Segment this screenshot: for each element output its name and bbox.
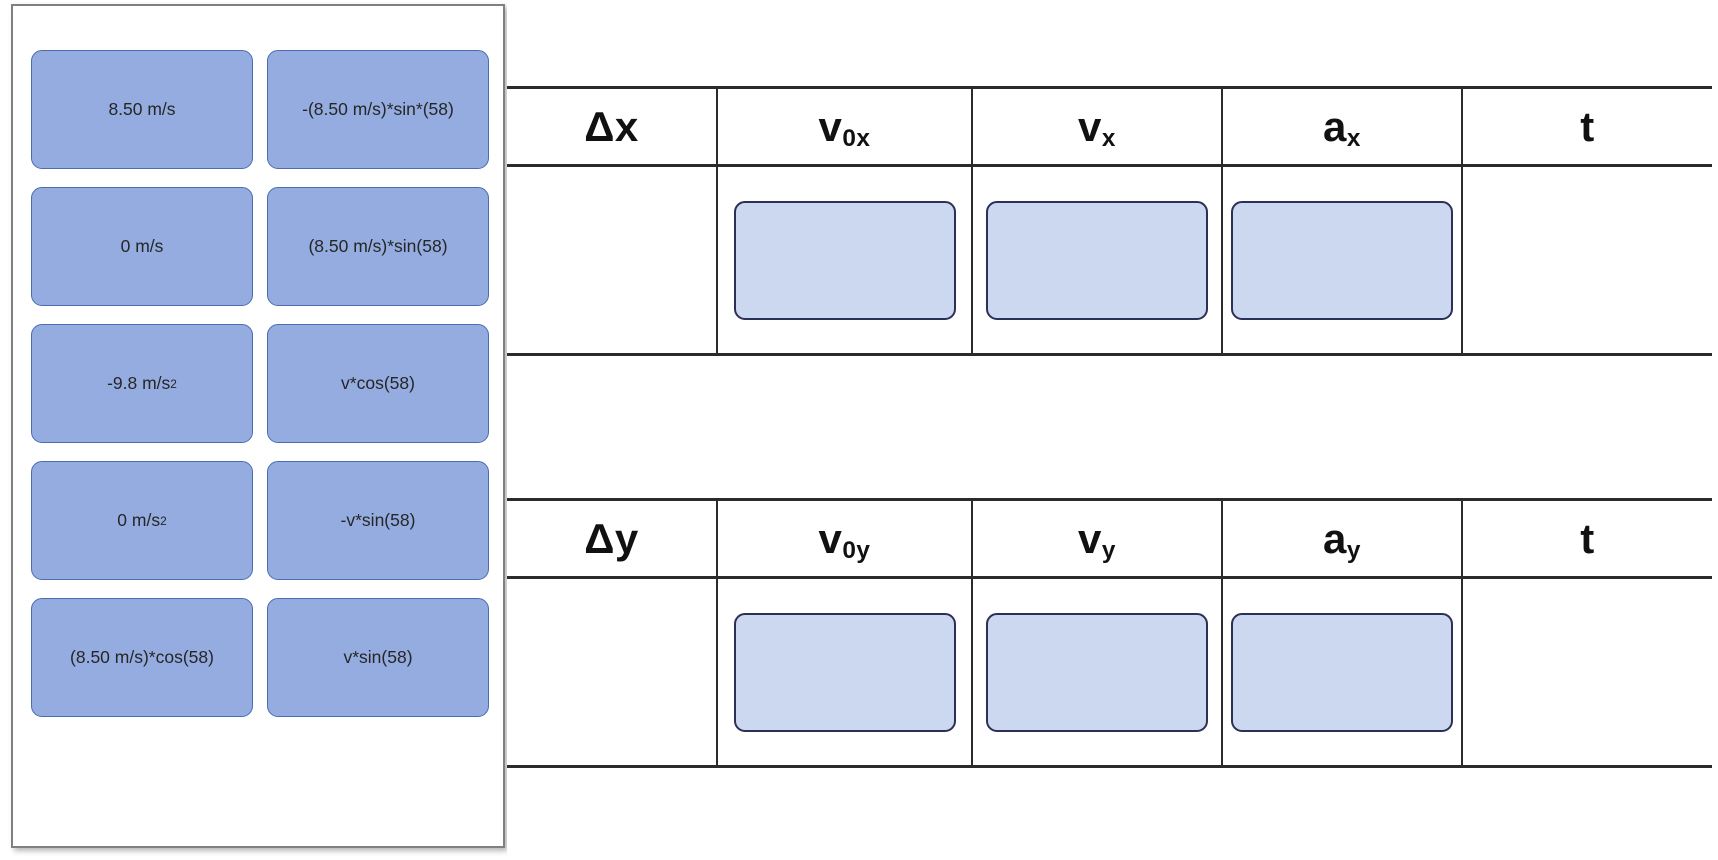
header-ay: ay: [1221, 499, 1463, 579]
header-symbol: a: [1323, 514, 1347, 562]
dropzone-ay-cell: [1221, 577, 1463, 767]
header-subscript: y: [1101, 536, 1116, 564]
table-spacer-cell: [507, 765, 1712, 854]
header-subscript: x: [1101, 124, 1116, 152]
header-vy: vy: [971, 499, 1223, 579]
tile-label: v*sin(58): [343, 646, 413, 667]
header-symbol: t: [1580, 102, 1595, 150]
table-spacer-row-top: [507, 412, 1712, 501]
dropzone-vy-cell: [971, 577, 1223, 767]
header-vx: vx: [971, 87, 1223, 167]
dropzone-t-x-cell: [1461, 165, 1712, 355]
tile-neg-v-sin-58-num[interactable]: -(8.50 m/s)*sin*(58): [267, 50, 489, 169]
dropzone-v0y-cell: [716, 577, 973, 767]
header-symbol: v: [1078, 514, 1102, 562]
table-dropzone-row: [507, 577, 1712, 767]
header-symbol: Δx: [584, 102, 639, 150]
tile-label: -9.8 m/s: [107, 372, 171, 393]
tile-neg-v-sin-58[interactable]: -v*sin(58): [267, 461, 489, 580]
tile-label: 0 m/s: [120, 235, 164, 256]
table-spacer-row-bottom: [507, 765, 1712, 854]
tile-speed-0[interactable]: 0 m/s: [31, 187, 253, 306]
tile-label: (8.50 m/s)*cos(58): [70, 646, 214, 667]
tile-speed-850[interactable]: 8.50 m/s: [31, 50, 253, 169]
header-subscript: 0y: [842, 536, 871, 564]
header-ax: ax: [1221, 87, 1463, 167]
dropzone-t-y-cell: [1461, 577, 1712, 767]
dropzone-vx[interactable]: [986, 200, 1208, 320]
tile-label: 0 m/s: [117, 509, 161, 530]
dropzone-delta-y-cell: [507, 577, 718, 767]
header-subscript: y: [1346, 536, 1361, 564]
header-symbol: v: [818, 514, 843, 562]
header-v0y: v0y: [716, 499, 973, 579]
tile-v-sin-58[interactable]: v*sin(58): [267, 598, 489, 717]
header-subscript: x: [1346, 124, 1361, 152]
table-spacer-row-top: [507, 0, 1712, 89]
dropzone-ay[interactable]: [1231, 612, 1453, 732]
dropzone-delta-x-cell: [507, 165, 718, 355]
header-delta-y: Δy: [507, 499, 718, 579]
tile-label: (8.50 m/s)*sin(58): [308, 235, 448, 256]
header-symbol: a: [1323, 102, 1347, 150]
dropzone-ax[interactable]: [1231, 200, 1453, 320]
header-subscript: 0x: [842, 124, 871, 152]
tile-v-cos-58-num[interactable]: (8.50 m/s)*cos(58): [31, 598, 253, 717]
tile-label: v*cos(58): [341, 372, 415, 393]
table-spacer-cell: [507, 0, 1712, 89]
header-symbol: t: [1580, 514, 1595, 562]
header-symbol: v: [1078, 102, 1102, 150]
dropzone-v0x[interactable]: [733, 200, 956, 320]
dropzone-ax-cell: [1221, 165, 1463, 355]
tile-label: -(8.50 m/s)*sin*(58): [302, 98, 454, 119]
header-symbol: Δy: [584, 514, 639, 562]
dropzone-v0y[interactable]: [733, 612, 956, 732]
header-v0x: v0x: [716, 87, 973, 167]
tile-v-cos-58[interactable]: v*cos(58): [267, 324, 489, 443]
tile-grid: 8.50 m/s -(8.50 m/s)*sin*(58) 0 m/s (8.50 m…: [31, 50, 489, 717]
header-symbol: v: [818, 102, 843, 150]
tile-v-sin-58-num[interactable]: (8.50 m/s)*sin(58): [267, 187, 489, 306]
dropzone-vx-cell: [971, 165, 1223, 355]
tile-label: 8.50 m/s: [108, 98, 176, 119]
tile-bank-panel: 8.50 m/s -(8.50 m/s)*sin*(58) 0 m/s (8.50 m…: [11, 4, 505, 848]
header-t-x: t: [1461, 87, 1712, 167]
table-spacer-cell: [507, 412, 1712, 501]
table-dropzone-row: [507, 165, 1712, 355]
header-delta-x: Δx: [507, 87, 718, 167]
header-t-y: t: [1461, 499, 1712, 579]
tile-label: -v*sin(58): [340, 509, 416, 530]
dropzone-v0x-cell: [716, 165, 973, 355]
dropzone-vy[interactable]: [986, 612, 1208, 732]
